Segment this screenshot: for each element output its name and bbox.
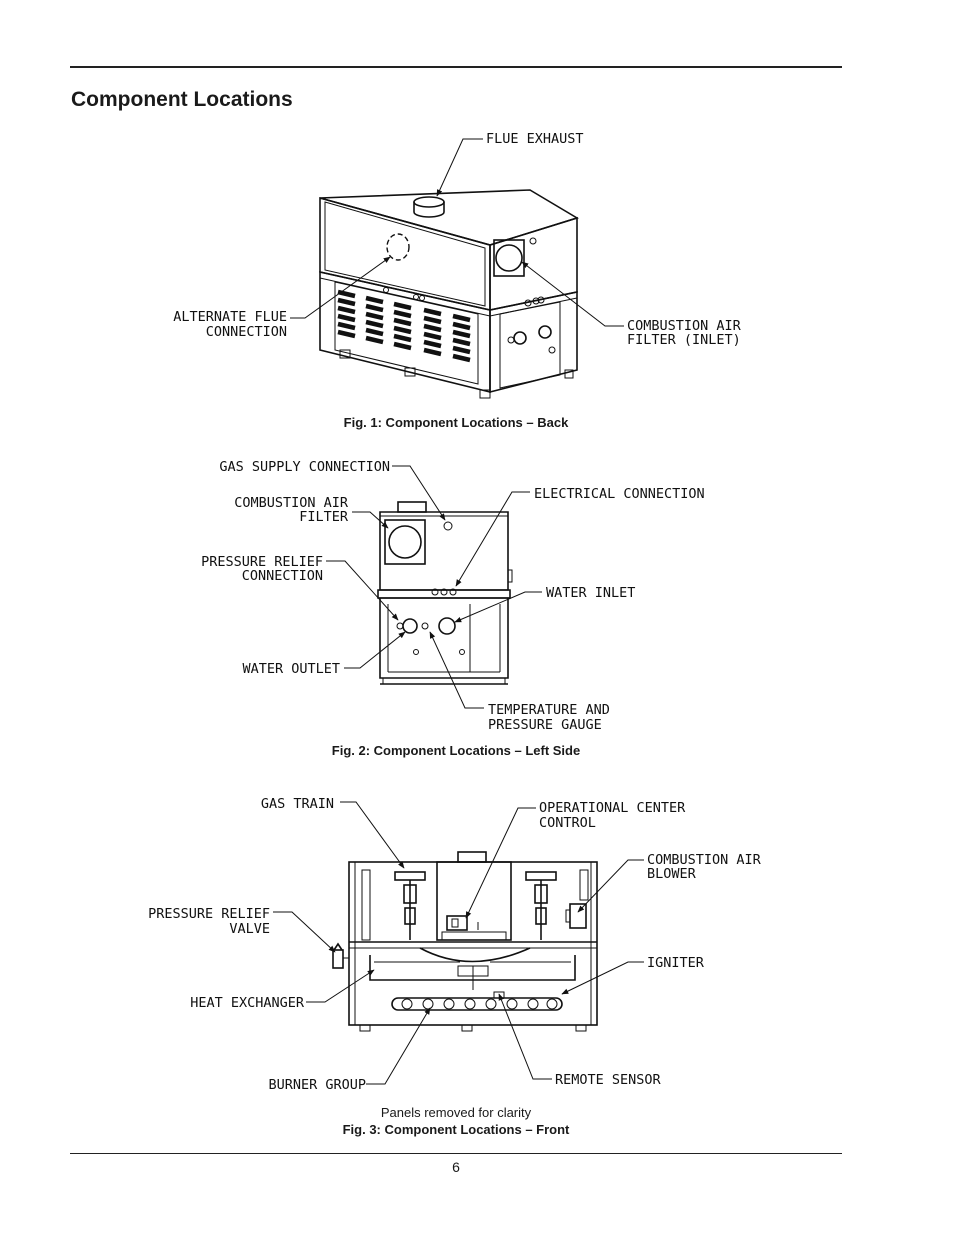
label-operational-center-2: CONTROL [539, 815, 596, 831]
figure-3-front-view: GAS TRAIN OPERATIONAL CENTER CONTROL COM… [148, 796, 762, 1093]
label-gas-train: GAS TRAIN [261, 796, 334, 812]
page-title: Component Locations [71, 88, 293, 111]
label-water-outlet: WATER OUTLET [242, 661, 340, 677]
top-rule [70, 66, 842, 68]
label-temp-gauge-2: PRESSURE GAUGE [488, 717, 602, 733]
label-burner-group: BURNER GROUP [268, 1077, 366, 1093]
fig2-caption: Fig. 2: Component Locations – Left Side [331, 743, 581, 758]
figure-1-back-view: FLUE EXHAUST ALTERNATE FLUE CONNECTION C… [173, 131, 742, 399]
label-alternate-flue-2: CONNECTION [206, 324, 287, 340]
label-heat-exchanger: HEAT EXCHANGER [190, 995, 305, 1011]
fig1-caption: Fig. 1: Component Locations – Back [343, 415, 569, 430]
fig3-note: Panels removed for clarity [380, 1105, 532, 1120]
label-combustion-air-filter: COMBUSTION AIR [234, 495, 349, 511]
label-combustion-air-blower: COMBUSTION AIR [647, 852, 762, 868]
figure-2-left-side-view: GAS SUPPLY CONNECTION ELECTRICAL CONNECT… [201, 459, 705, 733]
label-igniter: IGNITER [647, 955, 705, 971]
label-electrical: ELECTRICAL CONNECTION [534, 486, 705, 502]
label-combustion-air-filter-2: FILTER [299, 509, 349, 525]
label-pressure-relief-valve-2: VALVE [229, 921, 270, 937]
label-combustion-air-inlet: COMBUSTION AIR [627, 318, 742, 334]
label-combustion-air-inlet-2: FILTER (INLET) [627, 332, 741, 348]
label-alternate-flue: ALTERNATE FLUE [173, 309, 287, 325]
label-pressure-relief-conn-2: CONNECTION [242, 568, 323, 584]
bottom-rule [70, 1153, 842, 1154]
label-combustion-air-blower-2: BLOWER [647, 866, 697, 882]
label-pressure-relief-conn: PRESSURE RELIEF [201, 554, 323, 570]
label-remote-sensor: REMOTE SENSOR [555, 1072, 662, 1088]
label-pressure-relief-valve: PRESSURE RELIEF [148, 906, 270, 922]
label-water-inlet: WATER INLET [546, 585, 635, 601]
label-flue-exhaust: FLUE EXHAUST [486, 131, 584, 147]
label-temp-gauge: TEMPERATURE AND [488, 702, 610, 718]
label-operational-center: OPERATIONAL CENTER [539, 800, 686, 816]
label-gas-supply: GAS SUPPLY CONNECTION [219, 459, 390, 475]
page-number: 6 [452, 1159, 460, 1175]
fig3-caption: Fig. 3: Component Locations – Front [342, 1122, 570, 1137]
